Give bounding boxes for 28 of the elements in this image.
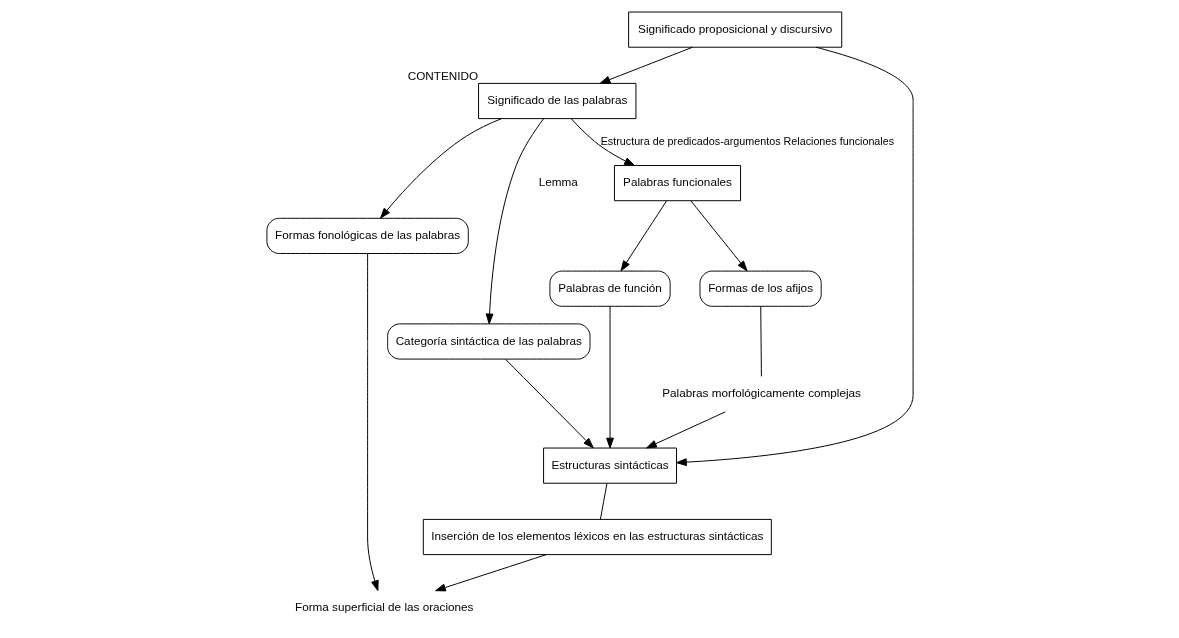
node-box: Formas de los afijos [699, 270, 822, 307]
arrow [570, 118, 635, 166]
arrow [620, 200, 667, 272]
arrow [379, 118, 502, 219]
node-box: Significado de las palabras [477, 82, 636, 120]
edge-label: Estructura de predicados-argumentos Relaciones funcionales [600, 134, 894, 147]
label: Lemma [538, 175, 578, 189]
node-box: Palabras funcionales [613, 165, 741, 202]
arrow [366, 253, 379, 592]
connector [759, 305, 762, 377]
node-box: Estructuras sintácticas [542, 447, 677, 484]
arrow [605, 305, 614, 449]
node-text: Palabras morfológicamente complejas [661, 386, 861, 400]
arrow [504, 358, 594, 449]
arrow [675, 46, 914, 467]
arrow [599, 46, 693, 84]
arrow [485, 118, 544, 325]
node-box: Palabras de función [548, 270, 671, 307]
node-text: Forma superficial de las oraciones [294, 600, 473, 614]
node-box: Inserción de los elementos léxicos en las estructuras sintácticas [422, 518, 772, 556]
connector [599, 482, 607, 520]
arrow [645, 411, 726, 449]
arrow [434, 554, 547, 592]
node-box: Formas fonológicas de las palabras [265, 217, 469, 254]
node-box: Categoría sintáctica de las palabras [386, 323, 590, 360]
arrow [689, 200, 747, 272]
node-box: Significado proposicional y discursivo [627, 11, 842, 48]
node-label: CONTENIDO [407, 69, 478, 83]
